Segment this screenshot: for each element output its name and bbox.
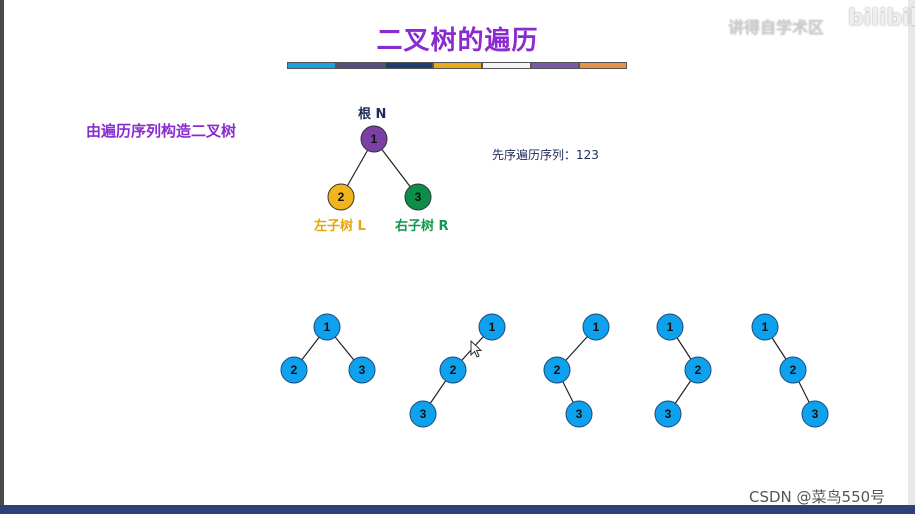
node: [439, 356, 467, 384]
node: [654, 400, 682, 428]
node-label: 2: [695, 363, 702, 377]
color-bar-segment-6: [531, 62, 579, 69]
node-label: 3: [420, 407, 427, 421]
node-label: 3: [665, 407, 672, 421]
preorder-sequence: 先序遍历序列：123: [492, 148, 599, 162]
window-edge-right: [908, 0, 915, 514]
window-edge-left: [0, 0, 4, 514]
node: [751, 313, 779, 341]
top-tree: 根 N 1 2 3 左子树 L 右子树 R: [314, 106, 449, 234]
color-bar-segment-7: [579, 62, 627, 69]
left-subtree-caption: 左子树 L: [314, 218, 366, 234]
csdn-credit: CSDN @菜鸟550号: [749, 488, 886, 506]
node: [582, 313, 610, 341]
node-label: 3: [359, 363, 366, 377]
root-node: [360, 125, 388, 153]
root-node-label: 1: [371, 132, 378, 146]
node-label: 1: [762, 320, 769, 334]
node-label: 1: [324, 320, 331, 334]
tree-shape-1-nodes: 1 2 3: [280, 313, 376, 384]
node-label: 3: [576, 407, 583, 421]
node: [543, 356, 571, 384]
left-subtree-node-label: 2: [338, 190, 345, 204]
node-label: 1: [667, 320, 674, 334]
color-bar-segment-5: [482, 62, 531, 69]
node-label: 2: [790, 363, 797, 377]
color-bar-segment-4: [433, 62, 482, 69]
color-bar-segment-3: [385, 62, 433, 69]
tree-shape-4-nodes: 1 2 3: [654, 313, 712, 428]
node: [565, 400, 593, 428]
watermark-text: 讲得自学术区: [728, 18, 825, 37]
node-label: 1: [489, 320, 496, 334]
node-label: 2: [291, 363, 298, 377]
slide-title: 二叉树的遍历: [376, 26, 539, 56]
root-caption: 根 N: [358, 106, 386, 122]
node: [684, 356, 712, 384]
node: [656, 313, 684, 341]
node: [280, 356, 308, 384]
node-label: 2: [450, 363, 457, 377]
window-edge-bottom: [0, 505, 915, 514]
node: [478, 313, 506, 341]
right-subtree-node: [404, 183, 432, 211]
right-subtree-node-label: 3: [415, 190, 422, 204]
node: [409, 400, 437, 428]
tree-shape-3-nodes: 1 2 3: [543, 313, 610, 428]
right-subtree-caption: 右子树 R: [394, 218, 449, 234]
node-label: 2: [554, 363, 561, 377]
slide-subtitle: 由遍历序列构造二叉树: [86, 122, 237, 140]
bilibili-logo: bilibili: [848, 6, 915, 31]
node-label: 1: [593, 320, 600, 334]
mouse-pointer-icon: [470, 340, 483, 358]
color-bar-segment-1: [287, 62, 336, 69]
node-label: 3: [812, 407, 819, 421]
left-subtree-node: [327, 183, 355, 211]
node: [801, 400, 829, 428]
tree-shape-2-nodes: 1 2 3: [409, 313, 506, 428]
color-bar-segment-2: [336, 62, 385, 69]
node: [348, 356, 376, 384]
node: [313, 313, 341, 341]
node: [779, 356, 807, 384]
tree-shape-5-nodes: 1 2 3: [751, 313, 829, 428]
